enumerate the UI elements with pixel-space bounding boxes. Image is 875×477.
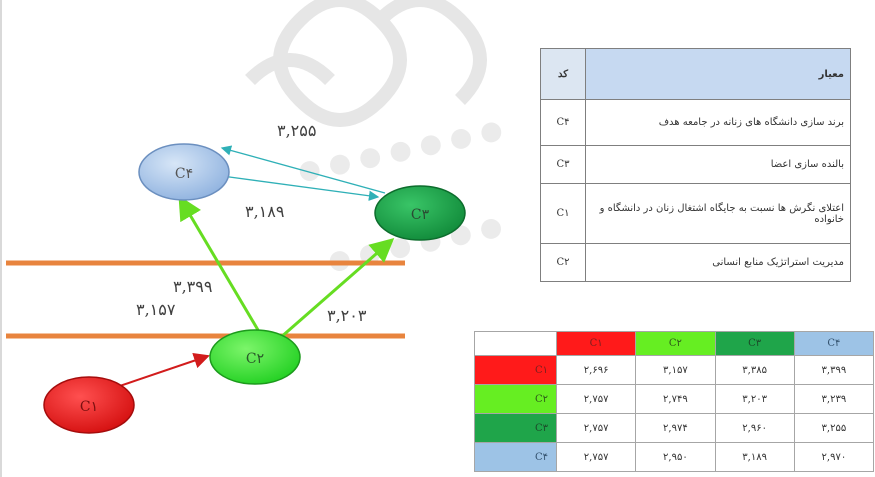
edge-c4-to-c3 xyxy=(221,175,380,201)
matrix-col-header: C۲ xyxy=(635,331,716,356)
node-c4-label: C۴ xyxy=(175,166,193,182)
criteria-code: C۲ xyxy=(540,243,586,282)
criteria-code: C۴ xyxy=(540,99,586,146)
matrix-cell: ۳,۱۸۹ xyxy=(714,442,795,472)
node-c2[interactable]: C۲ xyxy=(209,329,301,385)
matrix-row-header: C۲ xyxy=(474,384,557,414)
node-c4[interactable]: C۴ xyxy=(138,143,230,201)
node-c3[interactable]: C۳ xyxy=(374,185,466,241)
matrix-row-header: C۱ xyxy=(474,355,557,385)
node-c3-label: C۳ xyxy=(411,207,430,223)
criteria-code: C۱ xyxy=(540,183,586,244)
matrix-cell: ۲,۹۷۰ xyxy=(793,442,875,472)
edge-c3-to-c4 xyxy=(220,145,386,194)
matrix-cell: ۳,۳۹۹ xyxy=(793,355,875,385)
criteria-header-name: معیار xyxy=(585,48,851,100)
comparison-matrix: C۱ C۲ C۳ C۴ C۱ ۲,۶۹۶ ۳,۱۵۷ ۳,۳۸۵ ۳,۳۹۹ C… xyxy=(474,331,875,472)
edge-label-c4-c3-top: ۳,۲۵۵ xyxy=(277,121,317,140)
matrix-row: C۳ ۲,۷۵۷ ۲,۹۷۴ ۲,۹۶۰ ۳,۲۵۵ xyxy=(474,413,875,443)
edge-label-c2-c4-b: ۳,۱۵۷ xyxy=(136,300,176,319)
criteria-name: برند سازی دانشگاه های زنانه در جامعه هدف xyxy=(585,99,851,146)
matrix-col-header: C۱ xyxy=(555,331,637,356)
matrix-header-row: C۱ C۲ C۳ C۴ xyxy=(474,331,875,356)
edge-label-c2-c4-a: ۳,۳۹۹ xyxy=(173,277,213,296)
node-c1-label: C۱ xyxy=(80,399,98,415)
matrix-cell: ۳,۲۰۳ xyxy=(714,384,795,414)
matrix-row: C۱ ۲,۶۹۶ ۳,۱۵۷ ۳,۳۸۵ ۳,۳۹۹ xyxy=(474,355,875,385)
matrix-cell: ۲,۷۵۷ xyxy=(555,413,637,443)
criteria-row: برند سازی دانشگاه های زنانه در جامعه هدف… xyxy=(540,99,851,146)
matrix-row: C۴ ۲,۷۵۷ ۲,۹۵۰ ۳,۱۸۹ ۲,۹۷۰ xyxy=(474,442,875,472)
matrix-col-header: C۴ xyxy=(793,331,875,356)
edge-label-c2-c3: ۳,۲۰۳ xyxy=(327,306,367,325)
matrix-cell: ۳,۲۳۹ xyxy=(793,384,875,414)
criteria-row: اعتلای نگرش ها نسبت به جایگاه اشتغال زنا… xyxy=(540,183,851,244)
matrix-col-header: C۳ xyxy=(714,331,795,356)
criteria-name: اعتلای نگرش ها نسبت به جایگاه اشتغال زنا… xyxy=(585,183,851,244)
edge-c2-to-c4 xyxy=(178,195,260,331)
matrix-cell: ۲,۹۵۰ xyxy=(635,442,716,472)
criteria-row: بالنده سازی اعضا C۳ xyxy=(540,145,851,184)
matrix-row: C۲ ۲,۷۵۷ ۲,۷۴۹ ۳,۲۰۳ ۳,۲۳۹ xyxy=(474,384,875,414)
criteria-row: مدیریت استراتژیک منابع انسانی C۲ xyxy=(540,243,851,282)
matrix-corner-cell xyxy=(474,331,557,356)
criteria-header-row: معیار کد xyxy=(540,48,851,100)
matrix-cell: ۲,۷۵۷ xyxy=(555,442,637,472)
matrix-row-header: C۳ xyxy=(474,413,557,443)
matrix-cell: ۲,۶۹۶ xyxy=(555,355,637,385)
node-c1[interactable]: C۱ xyxy=(43,376,135,434)
edge-c2-to-c3 xyxy=(279,238,395,340)
matrix-cell: ۳,۱۵۷ xyxy=(635,355,716,385)
matrix-cell: ۳,۳۸۵ xyxy=(714,355,795,385)
matrix-cell: ۲,۷۴۹ xyxy=(635,384,716,414)
matrix-cell: ۳,۲۵۵ xyxy=(793,413,875,443)
matrix-cell: ۲,۷۵۷ xyxy=(555,384,637,414)
criteria-table: معیار کد برند سازی دانشگاه های زنانه در … xyxy=(540,48,851,282)
matrix-cell: ۲,۹۶۰ xyxy=(714,413,795,443)
edge-label-c4-c3-bottom: ۳,۱۸۹ xyxy=(245,202,285,221)
criteria-header-code: کد xyxy=(540,48,586,100)
criteria-name: مدیریت استراتژیک منابع انسانی xyxy=(585,243,851,282)
left-border xyxy=(0,0,2,477)
matrix-row-header: C۴ xyxy=(474,442,557,472)
node-c2-label: C۲ xyxy=(246,351,264,367)
criteria-code: C۳ xyxy=(540,145,586,184)
criteria-name: بالنده سازی اعضا xyxy=(585,145,851,184)
matrix-cell: ۲,۹۷۴ xyxy=(635,413,716,443)
